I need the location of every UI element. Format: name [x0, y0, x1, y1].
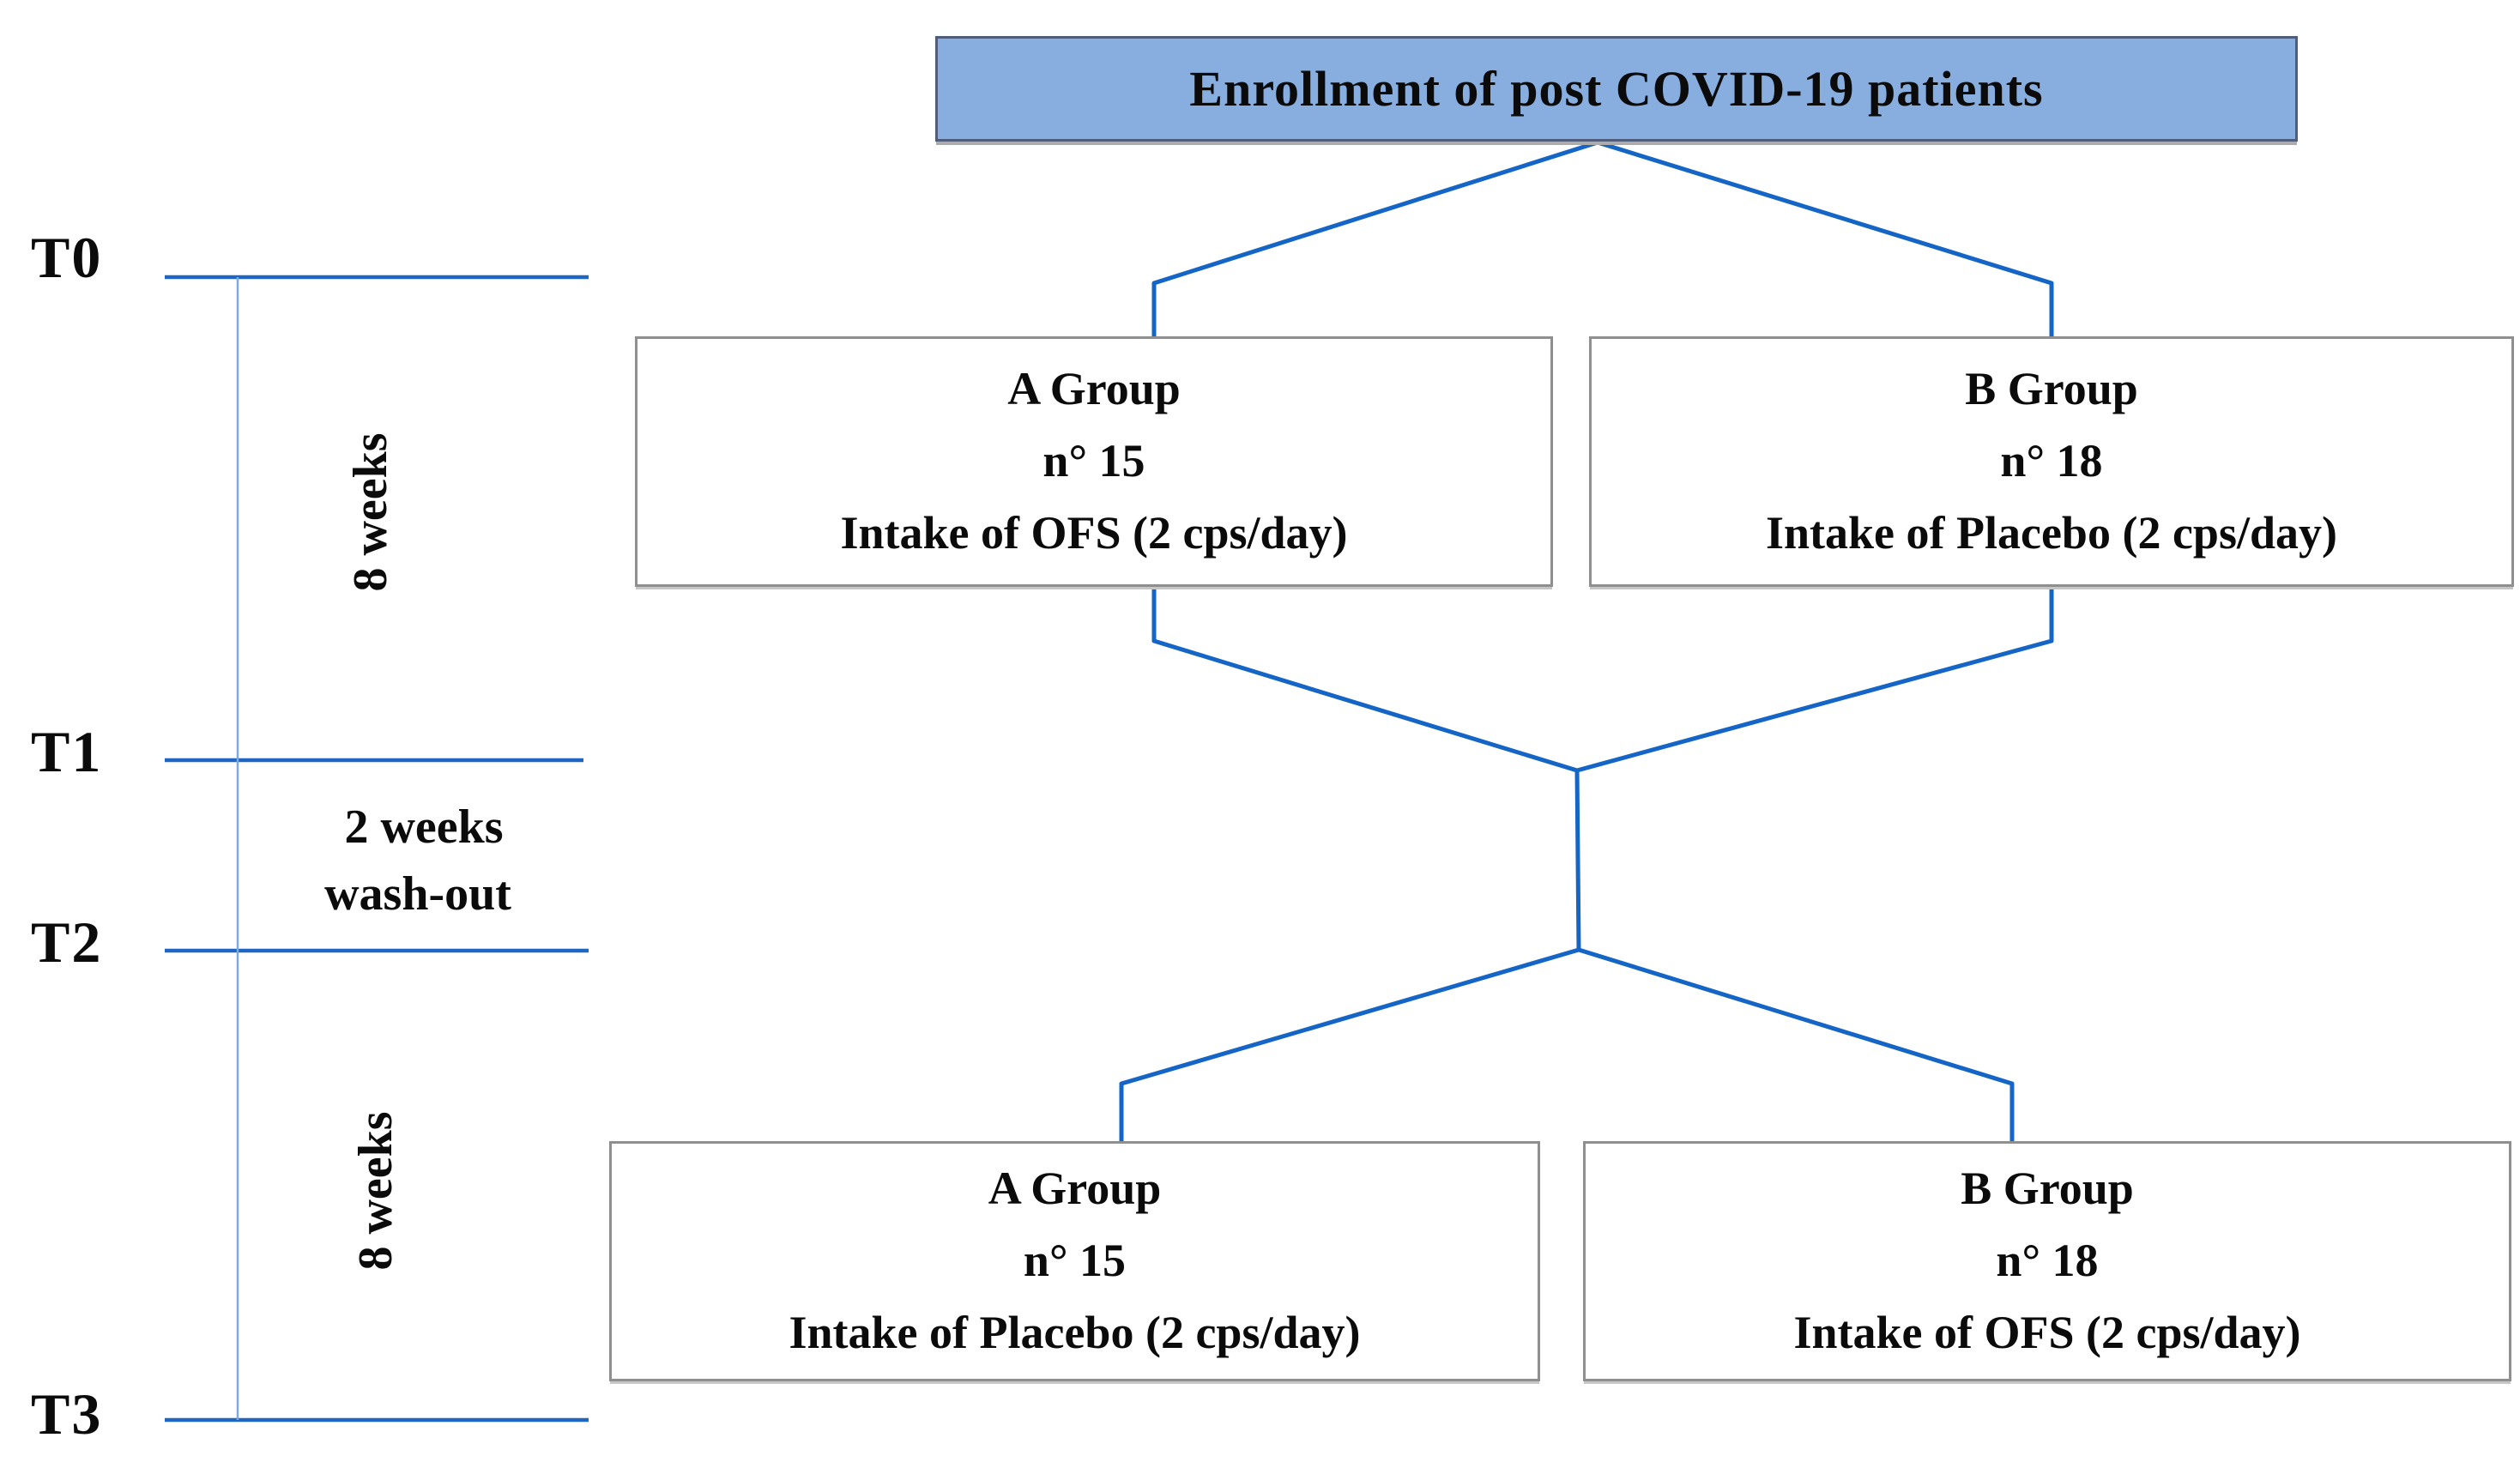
phase2-group-b-title: B Group	[1961, 1163, 2134, 1215]
phase2-group-a-title: A Group	[988, 1163, 1162, 1215]
enrollment-title-text: Enrollment of post COVID-19 patients	[1189, 61, 2044, 117]
connector-title-to-group-b	[1597, 140, 2054, 338]
connector-crossover-vertical	[1574, 770, 1581, 951]
phase1-group-a-intake: Intake of OFS (2 cps/day)	[840, 506, 1348, 559]
connector-crossover-to-group-b2	[1578, 947, 2015, 1143]
phase2-group-a-count: n° 15	[1023, 1235, 1127, 1287]
phase1-duration-label: 8 weeks	[344, 432, 397, 592]
timeline-label-t2: T2	[31, 909, 103, 975]
phase2-group-b-count: n° 18	[1996, 1235, 2099, 1287]
connector-group-b-to-crossover	[1576, 589, 2054, 773]
phase2-group-b-box: B Group n° 18 Intake of OFS (2 cps/day)	[1583, 1141, 2511, 1381]
connector-crossover-to-group-a2	[1119, 947, 1580, 1143]
phase2-group-b-intake: Intake of OFS (2 cps/day)	[1793, 1306, 2301, 1358]
timeline-label-t3: T3	[31, 1381, 103, 1447]
phase1-group-a-count: n° 15	[1042, 435, 1145, 487]
phase1-group-b-intake: Intake of Placebo (2 cps/day)	[1766, 506, 2337, 559]
connector-group-a-to-crossover	[1151, 589, 1578, 773]
enrollment-title-box: Enrollment of post COVID-19 patients	[935, 36, 2298, 142]
washout-name-label: wash-out	[324, 867, 511, 921]
connector-title-to-group-a	[1151, 140, 1598, 338]
phase1-group-a-box: A Group n° 15 Intake of OFS (2 cps/day)	[635, 336, 1553, 587]
phase1-group-b-title: B Group	[1965, 363, 2138, 415]
phase2-group-a-box: A Group n° 15 Intake of Placebo (2 cps/d…	[609, 1141, 1540, 1381]
timeline-label-t1: T1	[31, 719, 103, 784]
phase2-group-a-intake: Intake of Placebo (2 cps/day)	[789, 1306, 1361, 1358]
washout-duration-label: 2 weeks	[344, 800, 504, 854]
phase2-duration-label: 8 weeks	[349, 1111, 402, 1271]
phase1-group-a-title: A Group	[1007, 363, 1181, 415]
timeline-label-t0: T0	[31, 225, 103, 290]
phase1-group-b-count: n° 18	[2000, 435, 2103, 487]
phase1-group-b-box: B Group n° 18 Intake of Placebo (2 cps/d…	[1589, 336, 2514, 587]
